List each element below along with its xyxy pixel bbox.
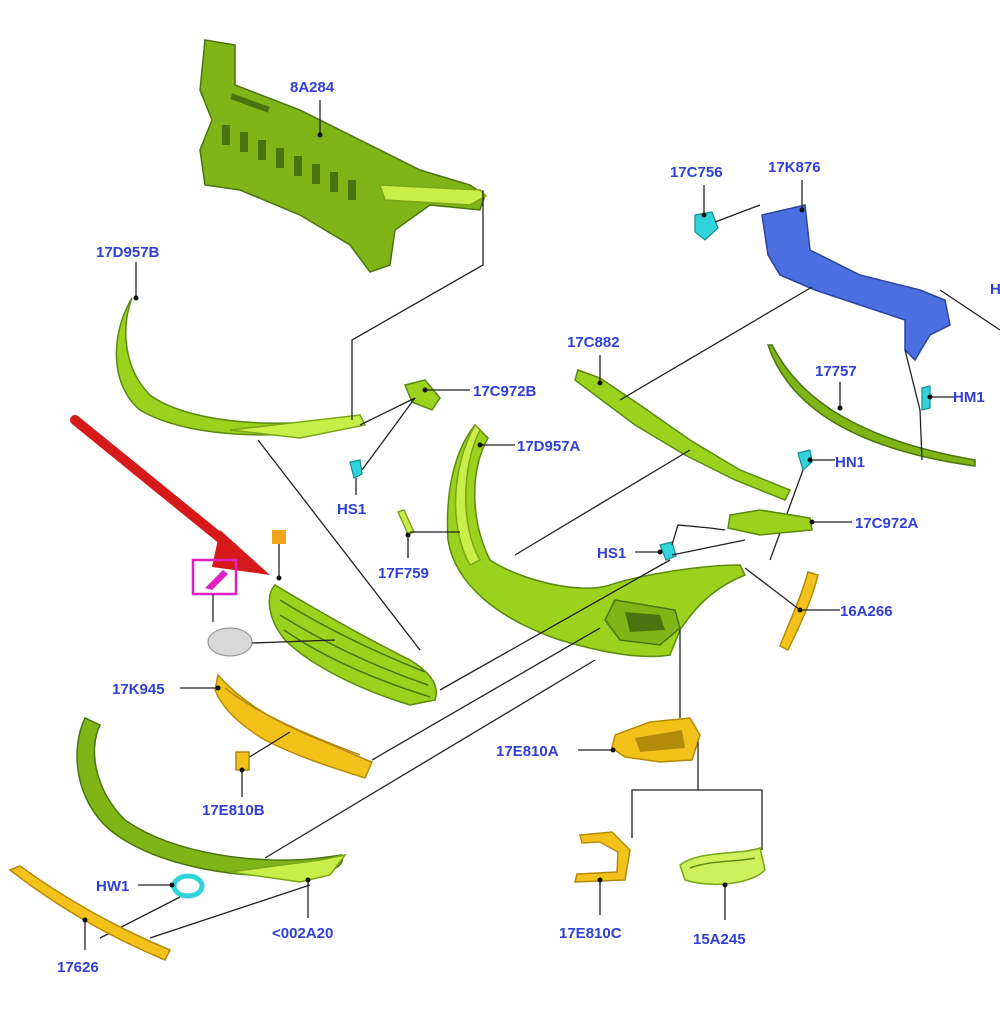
part-17d957a[interactable]	[446, 423, 747, 658]
label-17k876: 17K876	[768, 159, 821, 176]
part-17k945[interactable]	[214, 673, 374, 779]
label-17757: 17757	[815, 363, 857, 380]
part-grille[interactable]	[268, 584, 437, 706]
red-arrow-icon	[70, 415, 270, 575]
part-17626[interactable]	[8, 865, 172, 961]
part-hw1[interactable]	[171, 873, 205, 899]
label-edge: H	[990, 281, 1000, 298]
part-8a284[interactable]	[199, 39, 488, 273]
label-hn1: HN1	[835, 454, 865, 471]
label-hw1: HW1	[96, 878, 129, 895]
label-17f759: 17F759	[378, 565, 429, 582]
part-17c972a[interactable]	[727, 509, 813, 536]
part-hs1-left[interactable]	[349, 459, 363, 479]
label-hs1-right: HS1	[597, 545, 626, 562]
part-17c882[interactable]	[574, 369, 792, 501]
highlight-box	[191, 558, 238, 596]
part-17c972b[interactable]	[403, 379, 441, 411]
part-17e810c[interactable]	[574, 831, 631, 883]
label-8a284: 8A284	[290, 79, 335, 96]
part-17e810b[interactable]	[235, 751, 250, 771]
part-17f759[interactable]	[396, 509, 416, 535]
label-17d957b: 17D957B	[96, 244, 160, 261]
part-hn1[interactable]	[797, 449, 813, 472]
marker-square	[272, 530, 286, 544]
label-17k945: 17K945	[112, 681, 165, 698]
part-002a20[interactable]	[76, 717, 347, 883]
part-hm1[interactable]	[921, 385, 931, 411]
part-17e810a[interactable]	[611, 717, 701, 763]
part-17757[interactable]	[766, 344, 976, 467]
label-16a266: 16A266	[840, 603, 893, 620]
part-15a245[interactable]	[679, 847, 766, 886]
label-17626: 17626	[57, 959, 99, 976]
label-002a20: <002A20	[272, 925, 333, 942]
label-15a245: 15A245	[693, 931, 746, 948]
label-17e810c: 17E810C	[559, 925, 622, 942]
label-17d957a: 17D957A	[517, 438, 581, 455]
label-17c972a: 17C972A	[855, 515, 919, 532]
label-hs1-left: HS1	[337, 501, 366, 518]
label-17c756: 17C756	[670, 164, 723, 181]
label-17e810b: 17E810B	[202, 802, 265, 819]
part-hs1-right[interactable]	[659, 541, 677, 561]
part-17k876[interactable]	[761, 204, 951, 362]
part-emblem[interactable]	[207, 627, 253, 657]
part-17d957b[interactable]	[115, 297, 367, 439]
label-hm1: HM1	[953, 389, 985, 406]
label-17c882: 17C882	[567, 334, 620, 351]
label-17e810a: 17E810A	[496, 743, 559, 760]
part-17c756[interactable]	[694, 211, 719, 241]
label-17c972b: 17C972B	[473, 383, 537, 400]
